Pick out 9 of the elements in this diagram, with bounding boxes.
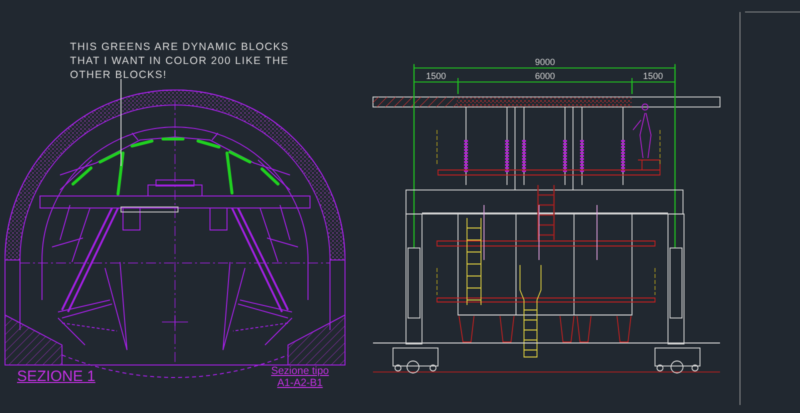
section-subtitle: Sezione tipo A1-A2-B1 — [270, 365, 330, 389]
dimension-label: 1500 — [426, 71, 446, 81]
dimension-label: 1500 — [643, 71, 664, 81]
leader-line — [120, 78, 122, 166]
strut-block-drawing — [72, 138, 280, 196]
dimension-label: 9000 — [535, 57, 556, 67]
section-title: SEZIONE 1 — [17, 368, 96, 385]
dimension-label: 6000 — [535, 71, 556, 81]
note-text: THIS GREENS ARE DYNAMIC BLOCKS THAT I WANT IN COLOR 200 LIKE THE OTHER BLOCKS! — [70, 40, 320, 82]
